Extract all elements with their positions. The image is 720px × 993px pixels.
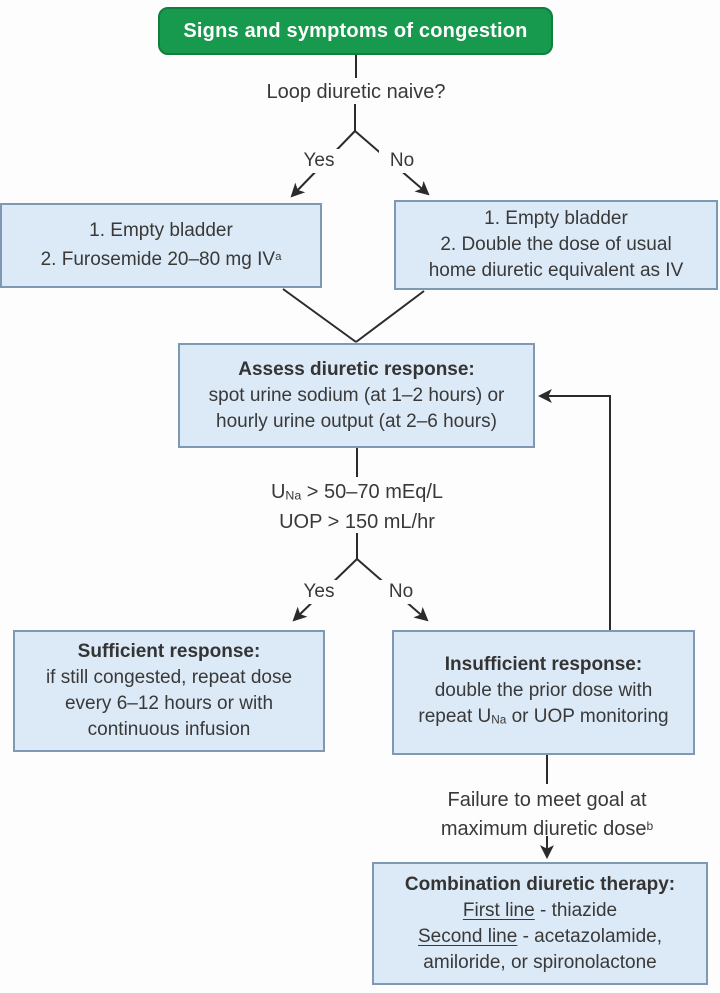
combination-title: Combination diuretic therapy: xyxy=(404,873,676,895)
insufficient-title: Insufficient response: xyxy=(444,653,643,675)
question-loop-diuretic-naive: Loop diuretic naive? xyxy=(266,81,446,103)
insufficient-response-box: Insufficient response: double the prior … xyxy=(392,630,695,755)
failure-line2: maximum diuretic doseb xyxy=(440,818,654,841)
assess-line3: hourly urine output (at 2–6 hours) xyxy=(216,410,497,432)
failure-line1: Failure to meet goal at xyxy=(447,789,647,811)
combination-therapy-box: Combination diuretic therapy: First line… xyxy=(372,862,708,985)
branch1-no-label: No xyxy=(379,149,425,173)
branch2-yes-label: Yes xyxy=(295,580,343,604)
sufficient-response-box: Sufficient response: if still congested,… xyxy=(13,630,325,752)
home-line1: 1. Empty bladder xyxy=(484,208,628,229)
sufficient-line4: continuous infusion xyxy=(87,719,251,740)
naive-line1: 1. Empty bladder xyxy=(89,220,233,242)
branch2-no-label: No xyxy=(378,580,424,604)
response-criteria-label: UNa > 50–70 mEq/L UOP > 150 mL/hr xyxy=(207,479,507,536)
insufficient-line2: double the prior dose with xyxy=(434,679,653,701)
failure-goal-label: Failure to meet goal at maximum diuretic… xyxy=(397,787,697,842)
start-node: Signs and symptoms of congestion xyxy=(158,7,553,55)
sufficient-line3: every 6–12 hours or with xyxy=(64,693,274,714)
criteria-line2: UOP > 150 mL/hr xyxy=(279,511,435,534)
insufficient-line3: repeat UNa or UOP monitoring xyxy=(418,705,669,727)
criteria-line1: UNa > 50–70 mEq/L xyxy=(270,481,444,503)
branch1-yes-label: Yes xyxy=(295,149,343,173)
sufficient-title: Sufficient response: xyxy=(77,641,261,662)
connector-merge-left xyxy=(282,288,357,343)
start-node-label: Signs and symptoms of congestion xyxy=(183,19,528,42)
footnote-b: b xyxy=(646,819,654,833)
assess-title: Assess diuretic response: xyxy=(238,358,475,380)
combination-line3: Second line - acetazolamide, xyxy=(418,925,662,947)
assess-response-box: Assess diuretic response: spot urine sod… xyxy=(178,343,535,448)
home-diuretic-box: 1. Empty bladder 2. Double the dose of u… xyxy=(394,200,718,290)
home-line2: 2. Double the dose of usual xyxy=(440,234,672,255)
connector-merge-right xyxy=(355,290,425,343)
footnote-a: a xyxy=(275,251,282,264)
home-line3: home diuretic equivalent as IV xyxy=(428,260,684,281)
assess-line2: spot urine sodium (at 1–2 hours) or xyxy=(208,384,505,406)
naive-line2: 2. Furosemide 20–80 mg IVa xyxy=(40,248,282,270)
sufficient-line2: if still congested, repeat dose xyxy=(45,667,293,688)
connector-feedback-loop xyxy=(537,389,611,630)
combination-line4: amiloride, or spironolactone xyxy=(423,951,657,973)
naive-treatment-box: 1. Empty bladder 2. Furosemide 20–80 mg … xyxy=(0,203,322,288)
combination-line2: First line - thiazide xyxy=(462,899,618,921)
